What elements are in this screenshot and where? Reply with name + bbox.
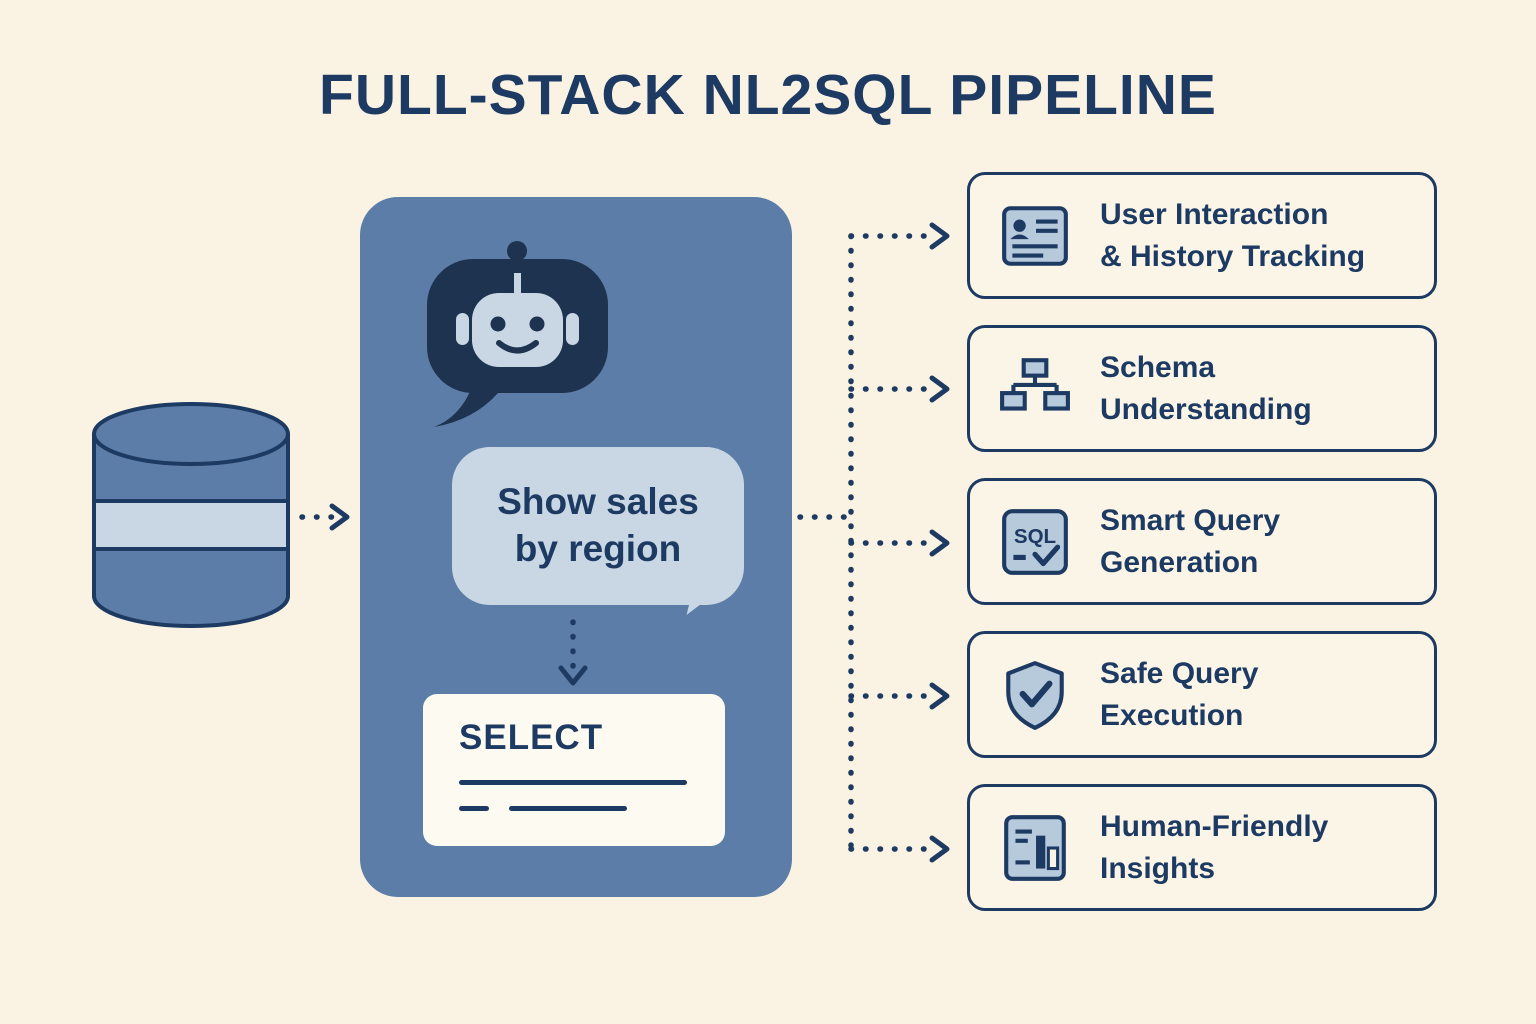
user-card-icon	[998, 199, 1072, 273]
step-label-line: Smart Query	[1100, 503, 1281, 537]
step-label: Human-Friendly Insights	[1100, 806, 1328, 890]
step-label-line: User Interaction	[1100, 197, 1329, 231]
sql-icon-text: SQL	[1014, 525, 1056, 548]
shield-check-icon	[998, 658, 1072, 732]
arrowhead-icon	[329, 503, 350, 531]
pipeline-step-user-interaction: User Interaction & History Tracking	[967, 172, 1437, 299]
sql-keyword: SELECT	[459, 718, 604, 757]
step-label-line: Generation	[1100, 545, 1259, 579]
step-label-line: & History Tracking	[1100, 239, 1366, 273]
chart-report-icon	[998, 811, 1072, 885]
sql-select-box: SELECT	[423, 694, 725, 846]
step-label-line: Understanding	[1100, 392, 1312, 426]
step-label-line: Safe Query	[1100, 656, 1259, 690]
pipeline-step-query-generation: SQL Smart Query Generation	[967, 478, 1437, 605]
chatbot-icon	[410, 225, 625, 435]
arrowhead-icon	[929, 682, 950, 710]
arrowhead-icon	[929, 222, 950, 250]
user-query-bubble: Show sales by region	[452, 447, 744, 605]
schema-tree-icon	[998, 352, 1072, 426]
arrowhead-icon	[929, 835, 950, 863]
user-query-text: Show sales	[497, 481, 699, 523]
sql-code-line	[459, 780, 687, 785]
database-icon	[86, 398, 296, 643]
step-label: User Interaction & History Tracking	[1100, 194, 1365, 278]
pipeline-steps: User Interaction & History Tracking Sche…	[967, 172, 1437, 911]
sql-code-line	[459, 806, 489, 811]
sql-code-line	[509, 806, 627, 811]
pipeline-step-safe-execution: Safe Query Execution	[967, 631, 1437, 758]
step-label: Safe Query Execution	[1100, 653, 1258, 737]
sql-check-icon: SQL	[998, 505, 1072, 579]
step-label: Schema Understanding	[1100, 347, 1312, 431]
arrowhead-icon	[929, 529, 950, 557]
chat-panel: Show sales by region SELECT	[360, 197, 792, 897]
pipeline-step-schema-understanding: Schema Understanding	[967, 325, 1437, 452]
pipeline-step-insights: Human-Friendly Insights	[967, 784, 1437, 911]
step-label-line: Insights	[1100, 851, 1216, 885]
step-label: Smart Query Generation	[1100, 500, 1280, 584]
step-label-line: Human-Friendly	[1100, 809, 1329, 843]
user-query-text: by region	[514, 528, 682, 569]
arrowhead-icon	[929, 375, 950, 403]
step-label-line: Execution	[1100, 698, 1244, 732]
page-title: FULL-STACK NL2SQL PIPELINE	[319, 63, 1217, 127]
step-label-line: Schema	[1100, 350, 1216, 384]
